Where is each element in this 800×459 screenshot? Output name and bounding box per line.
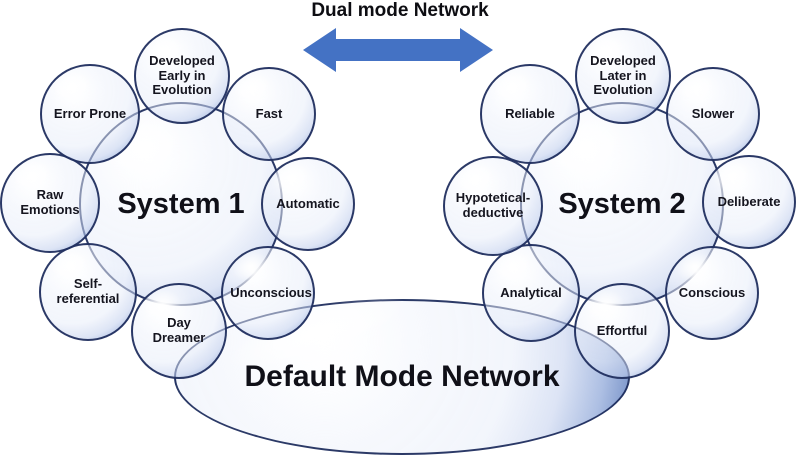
bubble-conscious: Conscious — [665, 246, 759, 340]
bubble-raw-emotions: Raw Emotions — [0, 153, 100, 253]
bubble-fast: Fast — [222, 67, 316, 161]
default-mode-network-label: Default Mode Network — [244, 360, 560, 393]
bubble-self-referential: Self-referential — [39, 243, 137, 341]
bubble-analytical: Analytical — [482, 244, 580, 342]
double-headed-arrow-icon — [303, 28, 493, 72]
bubble-slower: Slower — [666, 67, 760, 161]
bubble-deliberate: Deliberate — [702, 155, 796, 249]
bubble-slower-label: Slower — [691, 105, 735, 121]
bubble-fast-label: Fast — [255, 105, 283, 121]
bubble-error-prone-label: Error Prone — [53, 105, 127, 121]
bubble-day-dreamer-label: Day Dreamer — [152, 315, 206, 345]
bubble-developed-later-in-evolution-label: Developed Later in Evolution — [590, 52, 656, 98]
bubble-hypotetical-deductive-label: Hypotetical-deductive — [455, 190, 531, 220]
diagram-title: Dual mode Network — [311, 0, 489, 21]
bubble-deliberate-label: Deliberate — [717, 193, 781, 209]
double-headed-arrow-shape — [303, 28, 493, 72]
system1-label: System 1 — [117, 187, 245, 220]
bubble-unconscious-label: Unconscious — [230, 284, 312, 300]
bubble-developed-early-in-evolution: Developed Early in Evolution — [134, 28, 230, 124]
bubble-developed-early-in-evolution-label: Developed Early in Evolution — [149, 52, 215, 98]
bubble-developed-later-in-evolution: Developed Later in Evolution — [575, 28, 671, 124]
bubble-automatic: Automatic — [261, 157, 355, 251]
bubble-hypotetical-deductive: Hypotetical-deductive — [443, 156, 543, 256]
bubble-error-prone: Error Prone — [40, 64, 140, 164]
bubble-effortful: Effortful — [574, 283, 670, 379]
bubble-unconscious: Unconscious — [221, 246, 315, 340]
bubble-reliable-label: Reliable — [505, 105, 555, 121]
bubble-automatic-label: Automatic — [276, 195, 340, 211]
bubble-reliable: Reliable — [480, 64, 580, 164]
bubble-raw-emotions-label: Raw Emotions — [20, 187, 80, 217]
bubble-conscious-label: Conscious — [678, 284, 746, 300]
bubble-self-referential-label: Self-referential — [56, 276, 120, 306]
bubble-analytical-label: Analytical — [500, 284, 562, 300]
bubble-effortful-label: Effortful — [596, 322, 648, 338]
system2-label: System 2 — [558, 187, 686, 220]
bubble-day-dreamer: Day Dreamer — [131, 283, 227, 379]
